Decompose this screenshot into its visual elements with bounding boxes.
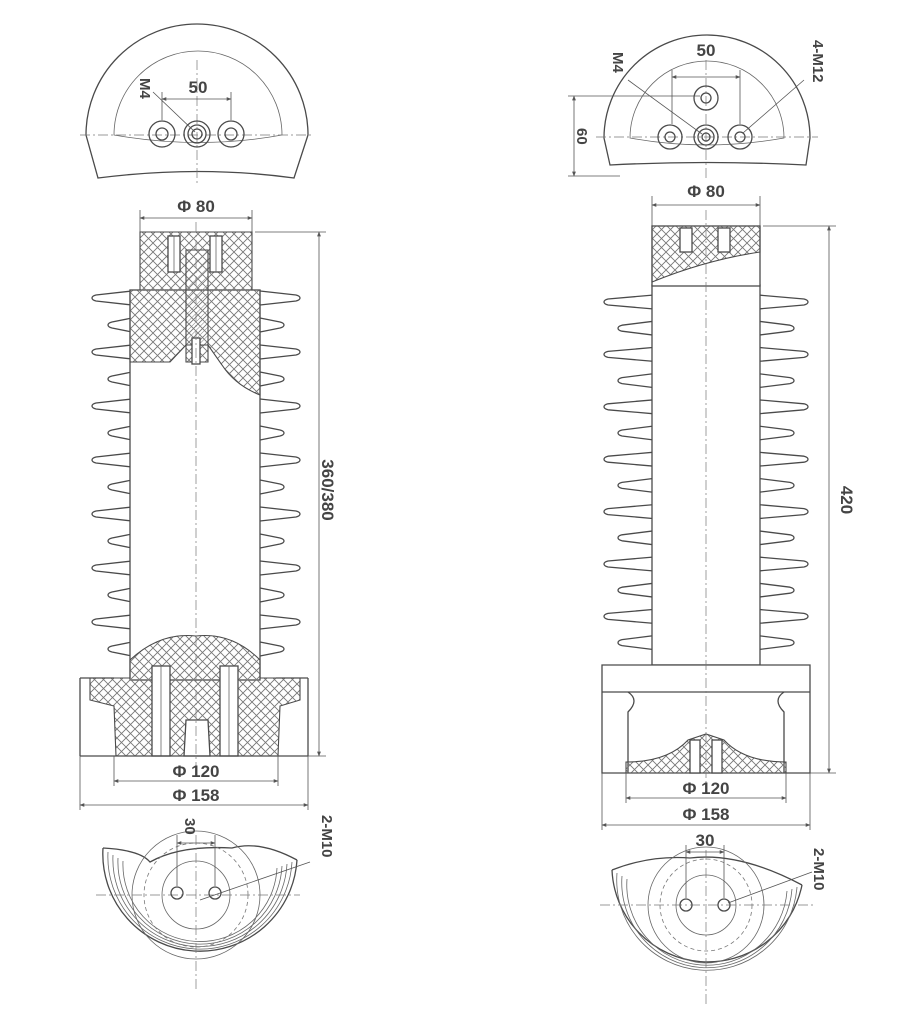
left-shed-2-right bbox=[259, 344, 301, 360]
left-shed-0-right bbox=[259, 290, 301, 306]
left-view: 50 M4 Φ 80 bbox=[79, 23, 337, 990]
right-shed-7-right bbox=[757, 477, 795, 494]
left-base-diameter-label: Φ 158 bbox=[172, 786, 219, 805]
right-shed-7-left bbox=[617, 477, 655, 494]
left-shed-9-left bbox=[107, 533, 133, 549]
left-shed-10-left bbox=[91, 560, 133, 576]
head-hole-left bbox=[148, 120, 176, 148]
right-shed-1-left bbox=[617, 320, 655, 336]
right-shed-5-left bbox=[617, 425, 655, 441]
right-shed-1-right bbox=[757, 320, 795, 336]
head-hole-center bbox=[183, 120, 211, 148]
right-shed-6-right bbox=[757, 451, 809, 467]
left-sheds bbox=[91, 290, 301, 657]
right-shed-4-left bbox=[603, 399, 655, 415]
right-shed-13-left bbox=[617, 634, 655, 651]
left-shed-3-right bbox=[259, 371, 285, 387]
right-shed-8-right bbox=[757, 503, 809, 520]
left-height-label: 360/380 bbox=[318, 459, 337, 520]
right-shed-12-right bbox=[757, 608, 809, 625]
left-shed-12-right bbox=[259, 614, 301, 630]
left-shed-10-right bbox=[259, 560, 301, 576]
left-shed-0-left bbox=[91, 290, 133, 306]
right-shed-10-right bbox=[757, 556, 809, 572]
left-shed-6-left bbox=[91, 452, 133, 468]
left-top-view: 50 M4 bbox=[80, 23, 314, 185]
left-shed-1-right bbox=[259, 317, 285, 333]
right-shed-9-right bbox=[757, 530, 795, 546]
right-shed-0-left bbox=[603, 294, 655, 310]
left-top-width-label: 50 bbox=[189, 78, 208, 97]
left-shed-8-right bbox=[259, 506, 301, 522]
head-hole-right bbox=[217, 120, 245, 148]
right-side-section: Φ 80 420 Φ 120 bbox=[601, 182, 856, 830]
right-top-thread-label: M4 bbox=[609, 52, 626, 73]
right-bottom-hole-1 bbox=[679, 898, 693, 912]
left-shed-13-right bbox=[259, 641, 285, 657]
right-shed-9-left bbox=[617, 530, 655, 546]
left-side-section: Φ 80 bbox=[79, 197, 337, 810]
left-bottom-spacing-label: 30 bbox=[181, 818, 198, 835]
right-shed-6-left bbox=[603, 451, 655, 467]
right-height-label: 420 bbox=[837, 486, 856, 514]
left-shed-12-left bbox=[91, 614, 133, 630]
left-shed-4-right bbox=[259, 398, 301, 414]
left-bottom-view: 30 2-M10 bbox=[96, 815, 335, 990]
right-shed-12-left bbox=[603, 608, 655, 625]
left-shed-7-right bbox=[259, 479, 285, 495]
left-shed-5-left bbox=[107, 425, 133, 441]
left-inner-base-diameter-label: Φ 120 bbox=[172, 762, 219, 781]
left-shed-5-right bbox=[259, 425, 285, 441]
right-shed-11-left bbox=[617, 582, 655, 598]
left-shed-6-right bbox=[259, 452, 301, 468]
left-shed-1-left bbox=[107, 317, 133, 333]
right-inner-base-diameter-label: Φ 120 bbox=[682, 779, 729, 798]
left-shed-7-left bbox=[107, 479, 133, 495]
left-bottom-thread-label: 2-M10 bbox=[318, 815, 335, 858]
right-shed-2-left bbox=[603, 346, 655, 363]
left-shed-8-left bbox=[91, 506, 133, 522]
right-shed-8-left bbox=[603, 503, 655, 520]
right-shed-3-right bbox=[757, 372, 795, 389]
left-shed-11-right bbox=[259, 587, 285, 603]
left-head-diameter-label: Φ 80 bbox=[177, 197, 215, 216]
right-base-diameter-label: Φ 158 bbox=[682, 805, 729, 824]
right-top-bolt-label: 4-M12 bbox=[809, 40, 826, 83]
right-top-offset-label: 60 bbox=[573, 128, 590, 145]
right-shed-2-right bbox=[757, 346, 809, 363]
right-bottom-spacing-label: 30 bbox=[696, 831, 715, 850]
right-bottom-view: 30 2-M10 bbox=[600, 831, 827, 1005]
right-head-diameter-label: Φ 80 bbox=[687, 182, 725, 201]
right-shed-3-left bbox=[617, 372, 655, 389]
right-shed-0-right bbox=[757, 294, 809, 310]
right-shed-4-right bbox=[757, 399, 809, 415]
right-shed-11-right bbox=[757, 582, 795, 598]
left-shed-3-left bbox=[107, 371, 133, 387]
right-view: 50 M4 4-M12 60 Φ 80 bbox=[568, 34, 856, 1005]
left-shed-2-left bbox=[91, 344, 133, 360]
right-bottom-hole-2 bbox=[717, 898, 731, 912]
right-shed-5-right bbox=[757, 425, 795, 441]
left-bottom-hole-1 bbox=[170, 886, 184, 900]
right-sheds bbox=[603, 294, 809, 651]
left-top-thread-label: M4 bbox=[136, 78, 153, 99]
left-shed-4-left bbox=[91, 398, 133, 414]
right-bottom-thread-label: 2-M10 bbox=[810, 848, 827, 891]
right-shed-13-right bbox=[757, 634, 795, 651]
left-shed-9-right bbox=[259, 533, 285, 549]
left-shed-11-left bbox=[107, 587, 133, 603]
right-top-view: 50 M4 4-M12 60 bbox=[568, 34, 826, 180]
left-shed-13-left bbox=[107, 641, 133, 657]
right-top-width-label: 50 bbox=[697, 41, 716, 60]
right-shed-10-left bbox=[603, 556, 655, 572]
